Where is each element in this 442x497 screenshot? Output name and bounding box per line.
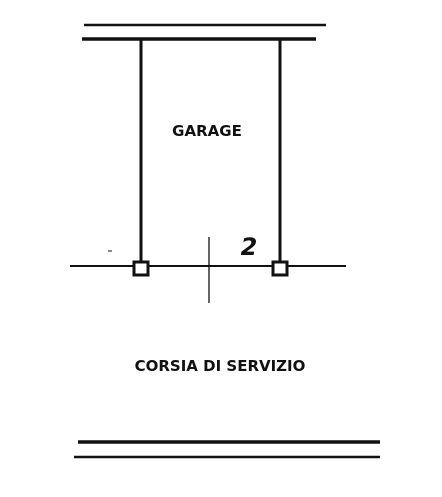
corridor-label: CORSIA DI SERVIZIO: [135, 357, 306, 375]
right-pillar: [271, 260, 289, 277]
left-pillar: [132, 260, 150, 277]
garage-unit-number: 2: [241, 233, 258, 261]
garage-label: GARAGE: [172, 122, 242, 140]
